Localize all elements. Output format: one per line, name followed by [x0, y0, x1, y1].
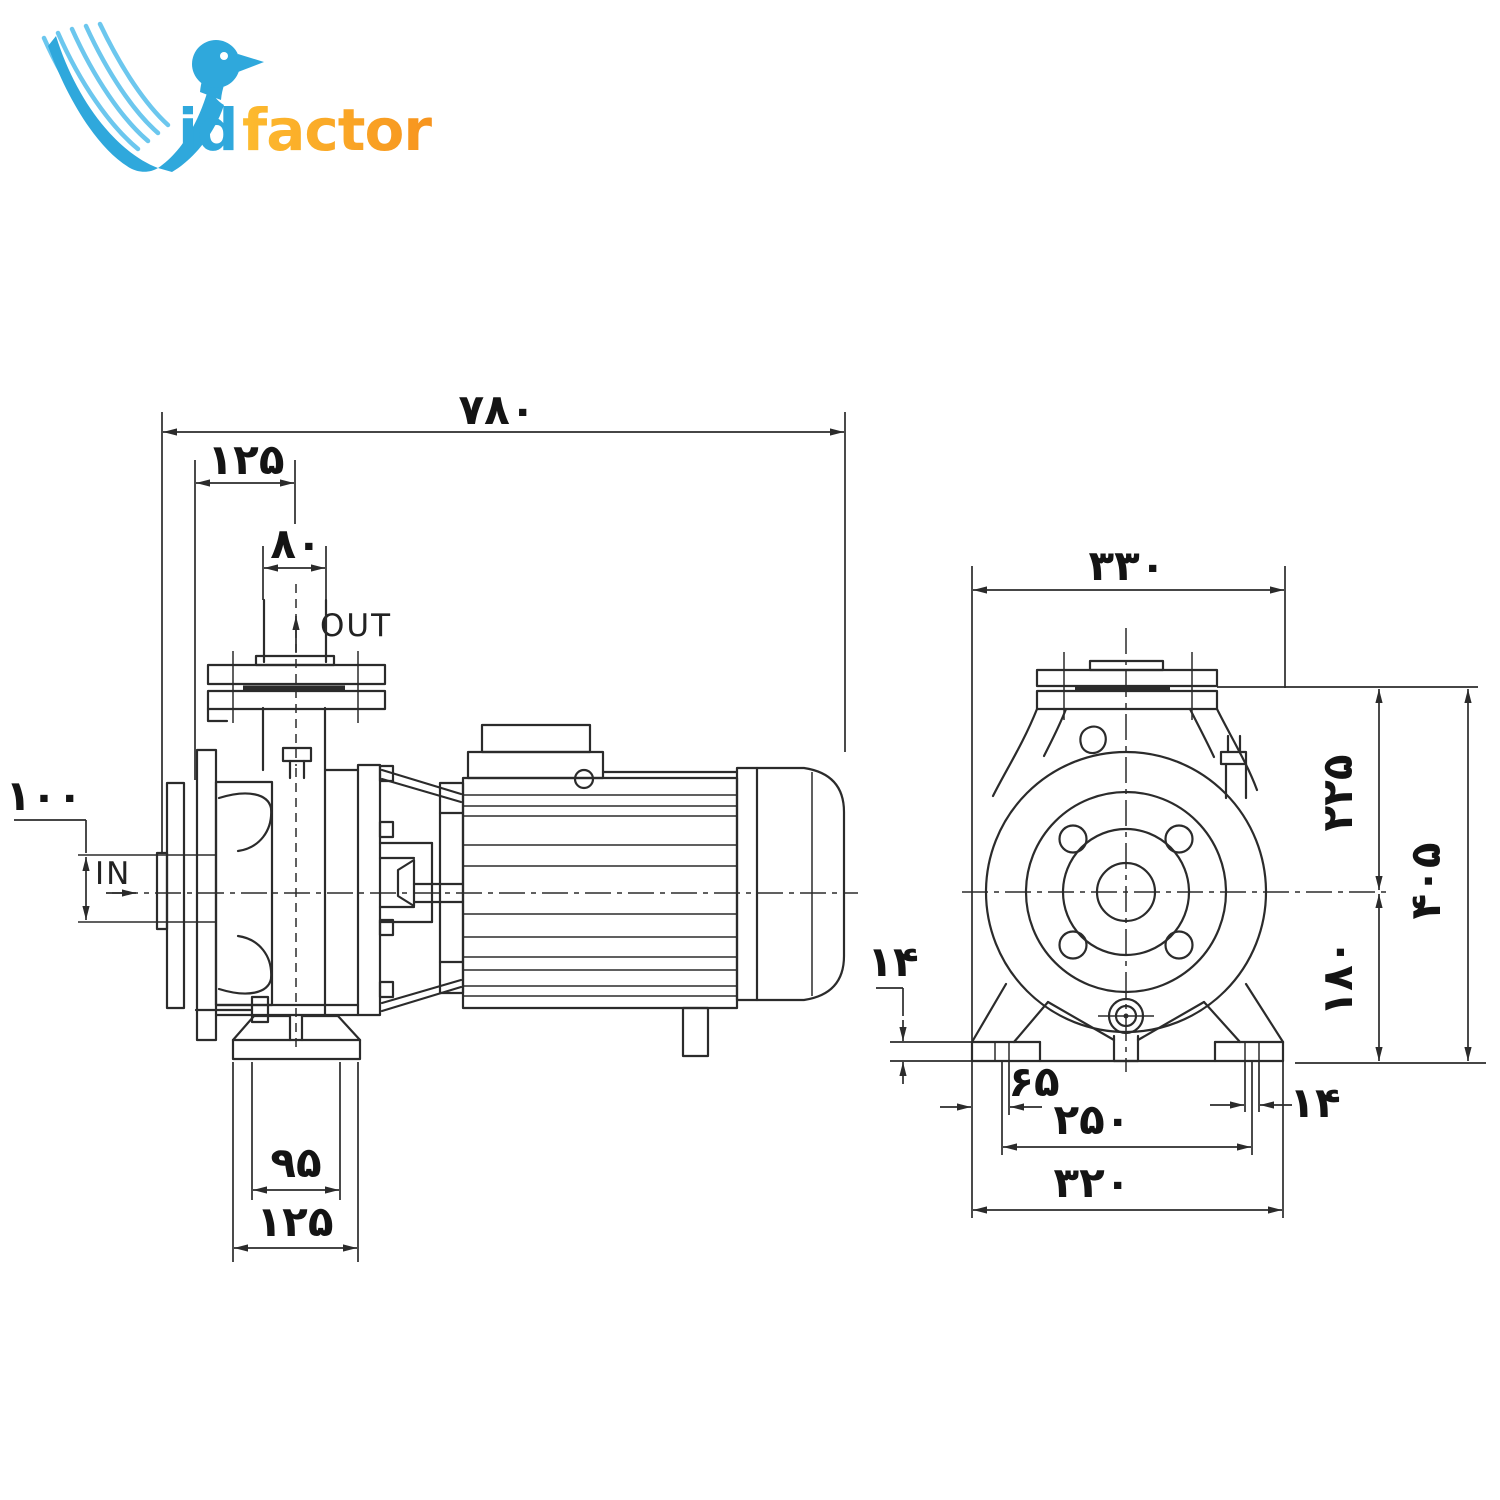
base-feet: [970, 1040, 1285, 1063]
vidfactor-logo: id factor: [41, 21, 433, 172]
discharge-flange: [206, 598, 387, 723]
dim-125-bottom-label: ۱۲۵: [257, 1197, 334, 1246]
dim-225-label: ۲۲۵: [1313, 755, 1362, 832]
bird-icon: [41, 21, 264, 172]
logo-text-id: id: [178, 96, 237, 164]
dim-330-label: ۳۳۰: [1089, 541, 1166, 590]
casing-bolt-boss: [1219, 734, 1248, 800]
dim-foot-top-width: ۹۵: [251, 1062, 341, 1200]
dim-65-label: ۶۵: [1008, 1057, 1059, 1106]
dim-base-overall-width: ۳۲۰: [973, 1061, 1284, 1218]
support-legs: [970, 982, 1285, 1063]
bolt-hole: [1058, 930, 1088, 960]
dim-foot-edge-to-slot: ۶۵: [940, 1057, 1060, 1115]
volute-casing: [194, 706, 395, 1050]
bolt-hole: [1164, 824, 1194, 854]
drain-plug: [1098, 997, 1154, 1035]
outlet-port-annotation: OUT: [292, 584, 392, 766]
suction-flange: [78, 748, 218, 1042]
motor: [438, 723, 846, 1058]
pump-foot: [231, 1014, 362, 1061]
dim-overall-length: ۷۸۰: [161, 385, 846, 852]
motor-foot: [681, 1006, 710, 1058]
dim-anchor-slot-width: ۱۴: [1210, 1061, 1341, 1127]
pump-front-view-drawing: ۳۳۰: [867, 541, 1486, 1218]
bolt-hole: [1164, 930, 1194, 960]
dim-foot-base-width: ۱۲۵: [232, 1062, 359, 1262]
dim-outlet-bore: ۸۰: [262, 519, 327, 600]
inlet-port-annotation: IN: [95, 856, 136, 897]
dim-180-label: ۱۸۰: [1313, 940, 1362, 1017]
dim-inlet-face-to-outlet-center: ۱۲۵: [194, 435, 296, 780]
dim-14-left-label: ۱۴: [867, 937, 918, 986]
dim-100-label: ۱۰۰: [6, 771, 83, 820]
dim-inlet-bore: ۱۰۰: [6, 771, 90, 920]
dim-14-right-label: ۱۴: [1289, 1078, 1340, 1127]
dim-250-label: ۲۵۰: [1054, 1095, 1131, 1144]
dim-125-top-label: ۱۲۵: [208, 435, 285, 484]
dim-320-label: ۳۲۰: [1054, 1158, 1131, 1207]
dim-vertical-stack: ۲۲۵ ۱۸۰ ۴۰۵: [1217, 686, 1486, 1064]
dim-405-label: ۴۰۵: [1401, 843, 1450, 920]
dim-95-label: ۹۵: [270, 1138, 321, 1187]
shaft-coupling: [378, 841, 465, 924]
front-discharge-flange: [1035, 652, 1219, 720]
dim-780-label: ۷۸۰: [459, 385, 536, 434]
out-label: OUT: [320, 608, 392, 644]
motor-bracket: [380, 768, 463, 1013]
dim-base-pad-thickness: ۱۴: [867, 937, 972, 1084]
dim-80-label: ۸۰: [270, 519, 321, 568]
in-label: IN: [95, 856, 131, 892]
bolt-hole: [1058, 824, 1088, 854]
front-volute-neck: [991, 707, 1259, 798]
terminal-box: [466, 723, 605, 790]
pump-side-view-drawing: ۷۸۰ ۱۲۵ ۸۰ OUT: [6, 385, 858, 1262]
dim-anchor-slot-spacing: ۲۵۰: [1001, 1061, 1253, 1155]
logo-text-factor: factor: [242, 96, 432, 164]
